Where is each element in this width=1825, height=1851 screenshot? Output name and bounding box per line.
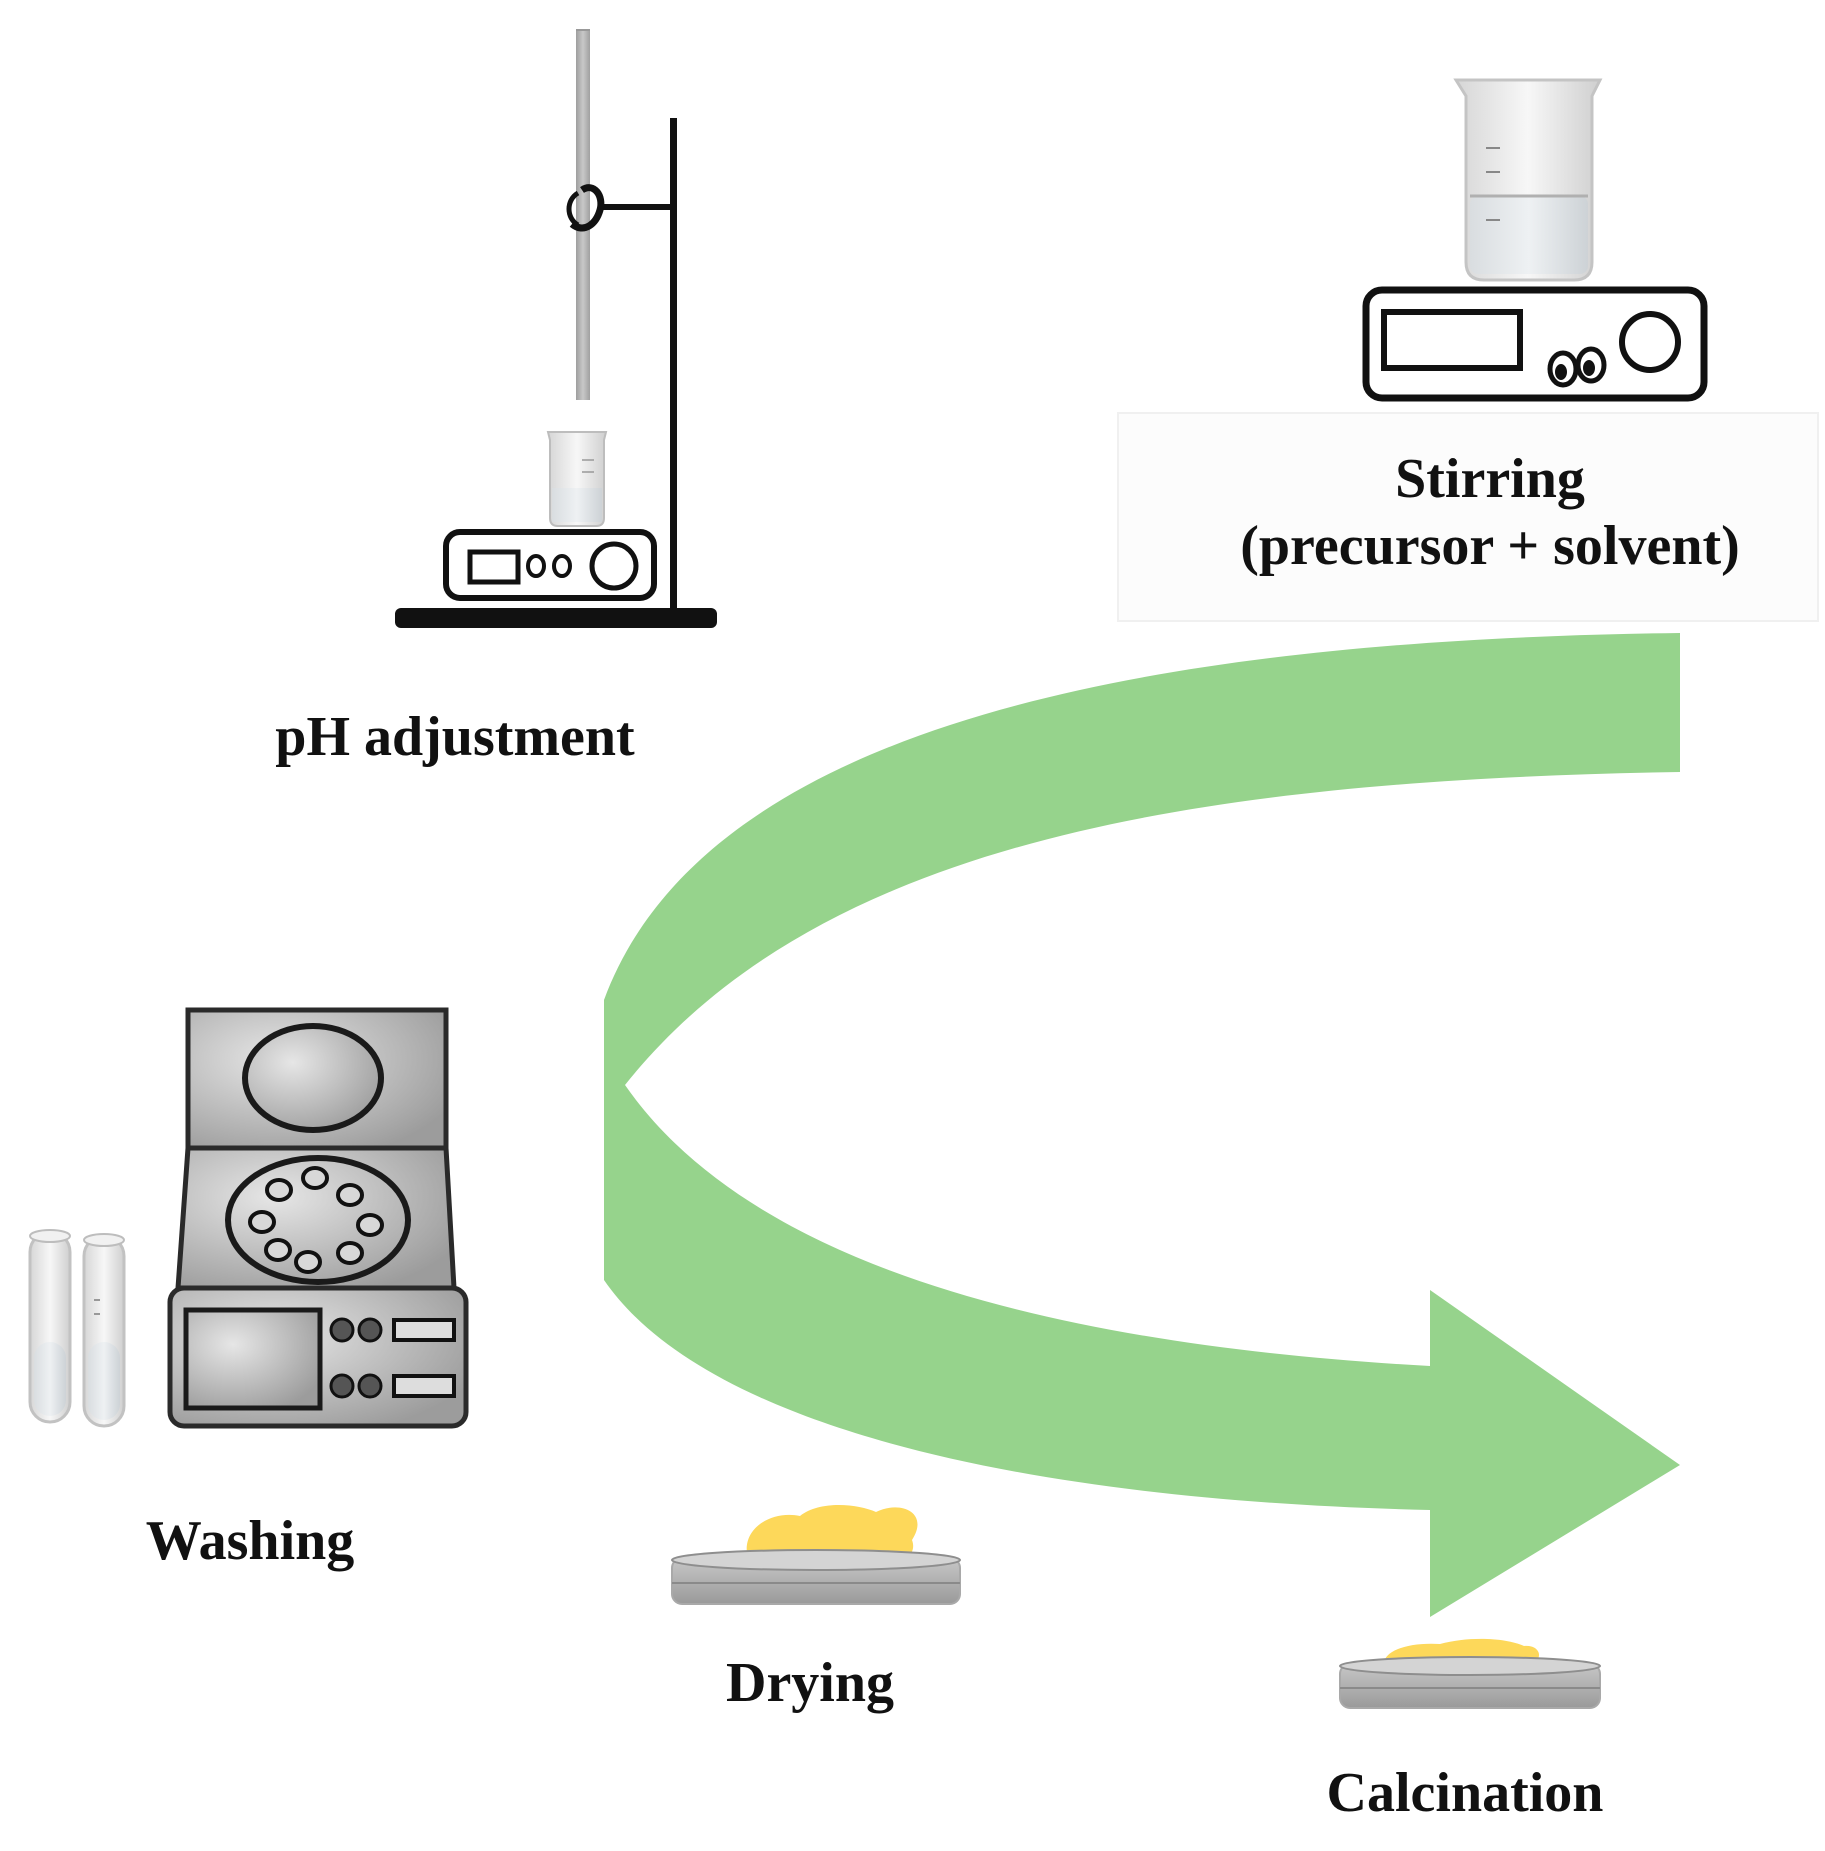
test-tube-icon xyxy=(28,1229,72,1424)
washing-apparatus xyxy=(28,1007,469,1429)
stirring-title: Stirring xyxy=(1395,448,1585,510)
petri-dish-icon xyxy=(1339,1656,1601,1709)
hotplate-stirrer-icon xyxy=(1362,286,1708,402)
stirring-apparatus xyxy=(1362,78,1708,402)
ph-adjustment-label: pH adjustment xyxy=(275,706,635,768)
retort-stand-icon xyxy=(670,118,677,613)
burette-icon xyxy=(576,30,590,400)
calcination-label: Calcination xyxy=(1326,1762,1604,1824)
centrifuge-icon xyxy=(167,1007,469,1429)
petri-dish-icon xyxy=(671,1549,961,1605)
test-tube-icon xyxy=(82,1233,126,1428)
beaker-icon xyxy=(1453,78,1603,282)
stirring-label: Stirring (precursor + solvent) xyxy=(1160,446,1820,580)
calcination-dish xyxy=(1339,1638,1601,1709)
stirring-subtitle: (precursor + solvent) xyxy=(1240,515,1740,578)
drying-dish xyxy=(671,1505,961,1605)
curved-arrow-icon xyxy=(604,633,1680,1617)
washing-label: Washing xyxy=(145,1510,355,1572)
drying-label: Drying xyxy=(726,1652,894,1714)
stirring-label-panel xyxy=(1117,412,1819,622)
beaker-icon xyxy=(546,431,608,527)
ph-adjustment-apparatus xyxy=(395,29,717,628)
hotplate-stirrer-icon xyxy=(443,529,657,601)
